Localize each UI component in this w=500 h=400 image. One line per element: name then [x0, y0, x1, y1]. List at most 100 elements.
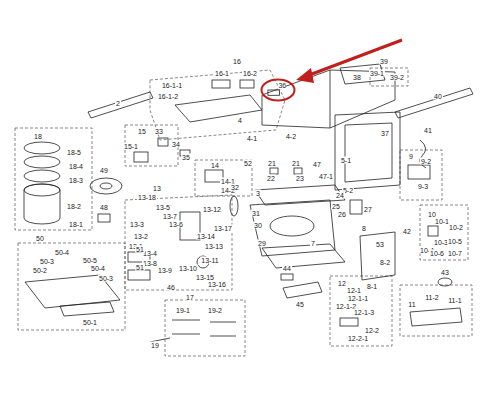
- callout-number: 16-2: [242, 70, 258, 77]
- callout-number: 8-2: [379, 259, 391, 266]
- callout-number: 30: [253, 222, 263, 229]
- callout-number: 13-15: [195, 274, 215, 281]
- callout-number: 4-1: [246, 135, 258, 142]
- callout-number: 13: [152, 185, 162, 192]
- callout-number: 23: [295, 175, 305, 182]
- callout-number: 37: [380, 130, 390, 137]
- callout-number: 50-3: [39, 258, 55, 265]
- callout-number: 11-2: [424, 294, 440, 301]
- callout-number: 15-1: [123, 143, 139, 150]
- callout-number: 2: [115, 100, 121, 107]
- callout-number: 19-1: [175, 307, 191, 314]
- callout-number: 40: [433, 93, 443, 100]
- callout-number: 49: [99, 167, 109, 174]
- callout-number: 12-1: [346, 287, 362, 294]
- callout-number: 13-13: [204, 243, 224, 250]
- callout-number: 27: [363, 206, 373, 213]
- callout-number: 18-3: [68, 177, 84, 184]
- callout-number: 14: [210, 162, 220, 169]
- callout-number: 19-2: [207, 307, 223, 314]
- callout-number: 16-1: [214, 70, 230, 77]
- callout-number: 36: [278, 82, 286, 89]
- callout-number: 13-12: [202, 206, 222, 213]
- callout-number: 8: [361, 225, 367, 232]
- callout-number: 12: [337, 280, 347, 287]
- callout-number: 46: [166, 284, 176, 291]
- callout-number: 34: [171, 141, 181, 148]
- callout-number: 4: [237, 117, 243, 124]
- callout-number: 39: [379, 58, 389, 65]
- callout-number: 21: [291, 160, 301, 167]
- callout-number: 15: [137, 128, 147, 135]
- callout-number: 50: [35, 235, 45, 242]
- callout-number: 50-4: [54, 249, 70, 256]
- callout-number: 13-5: [155, 204, 171, 211]
- callout-number: 51: [135, 264, 145, 271]
- callout-number: 11: [407, 301, 416, 308]
- callout-number: 10-5: [447, 238, 463, 245]
- callout-number: 47: [312, 161, 322, 168]
- callout-number: 17: [185, 294, 195, 301]
- callout-number: 51: [135, 246, 145, 253]
- callout-number: 41: [423, 127, 433, 134]
- group-outlines: [15, 68, 472, 356]
- callout-number: 52: [243, 160, 253, 167]
- callout-number: 50-1: [82, 319, 98, 326]
- callout-number: 38: [352, 74, 362, 81]
- callout-number: 16-1-1: [161, 82, 183, 89]
- callout-number: 45: [295, 301, 305, 308]
- callout-number: 18-2: [66, 203, 82, 210]
- callout-number: 33: [154, 128, 164, 135]
- callout-number: 50-3: [98, 275, 114, 282]
- callout-number: 26: [337, 211, 347, 218]
- highlight-circle: 36: [260, 78, 296, 102]
- callout-number: 13-18: [137, 194, 157, 201]
- callout-number: 10-7: [447, 250, 463, 257]
- callout-number: 35: [181, 154, 191, 161]
- callout-number: 50-4: [90, 265, 106, 272]
- callout-number: 43: [440, 269, 450, 276]
- callout-number: 9-3: [417, 183, 429, 190]
- callout-number: 12-2-1: [347, 335, 369, 342]
- callout-number: 44: [282, 265, 292, 272]
- callout-number: 10-2: [448, 224, 464, 231]
- callout-number: 18: [33, 133, 43, 140]
- callout-number: 13-16: [207, 281, 227, 288]
- callout-number: 13-14: [196, 233, 216, 240]
- callout-number: 13-9: [157, 267, 173, 274]
- callout-number: 19: [150, 342, 160, 349]
- callout-number: 50-2: [32, 267, 48, 274]
- callout-number: 32: [230, 184, 240, 191]
- callout-number: 4-2: [285, 133, 297, 140]
- highlight-ellipse: [262, 80, 295, 101]
- callout-number: 10-6: [429, 250, 445, 257]
- callout-number: 18-4: [68, 163, 84, 170]
- pointer-arrow: [296, 40, 402, 83]
- callout-number: 53: [375, 241, 385, 248]
- callout-number: 13-2: [133, 233, 149, 240]
- callout-number: 22: [266, 175, 276, 182]
- callout-number: 12-1-3: [353, 309, 375, 316]
- callout-number: 29: [257, 240, 267, 247]
- callout-number: 13-7: [162, 213, 178, 220]
- callout-number: 12-1-1: [347, 295, 369, 302]
- callout-number: 50-5: [82, 257, 98, 264]
- callout-number: 9: [408, 153, 414, 160]
- callout-number: 5-1: [340, 157, 352, 164]
- callout-number: 9-2: [420, 158, 432, 165]
- callout-number: 25: [331, 203, 341, 210]
- callout-number: 13-11: [200, 257, 219, 264]
- callout-number: 12-2: [364, 327, 380, 334]
- callout-number: 48: [99, 204, 109, 211]
- callout-number: 13-6: [168, 221, 184, 228]
- callout-number: 8-1: [366, 283, 378, 290]
- part-sketch: [268, 90, 280, 95]
- callout-number: 18-1: [68, 221, 84, 228]
- callout-number: 47-1: [318, 173, 334, 180]
- callout-number: 13-17: [213, 225, 233, 232]
- callout-number: 42: [402, 228, 412, 235]
- callout-number: 13-10: [178, 265, 198, 272]
- callout-number: 31: [251, 210, 261, 217]
- callout-number: 16-1-2: [157, 93, 179, 100]
